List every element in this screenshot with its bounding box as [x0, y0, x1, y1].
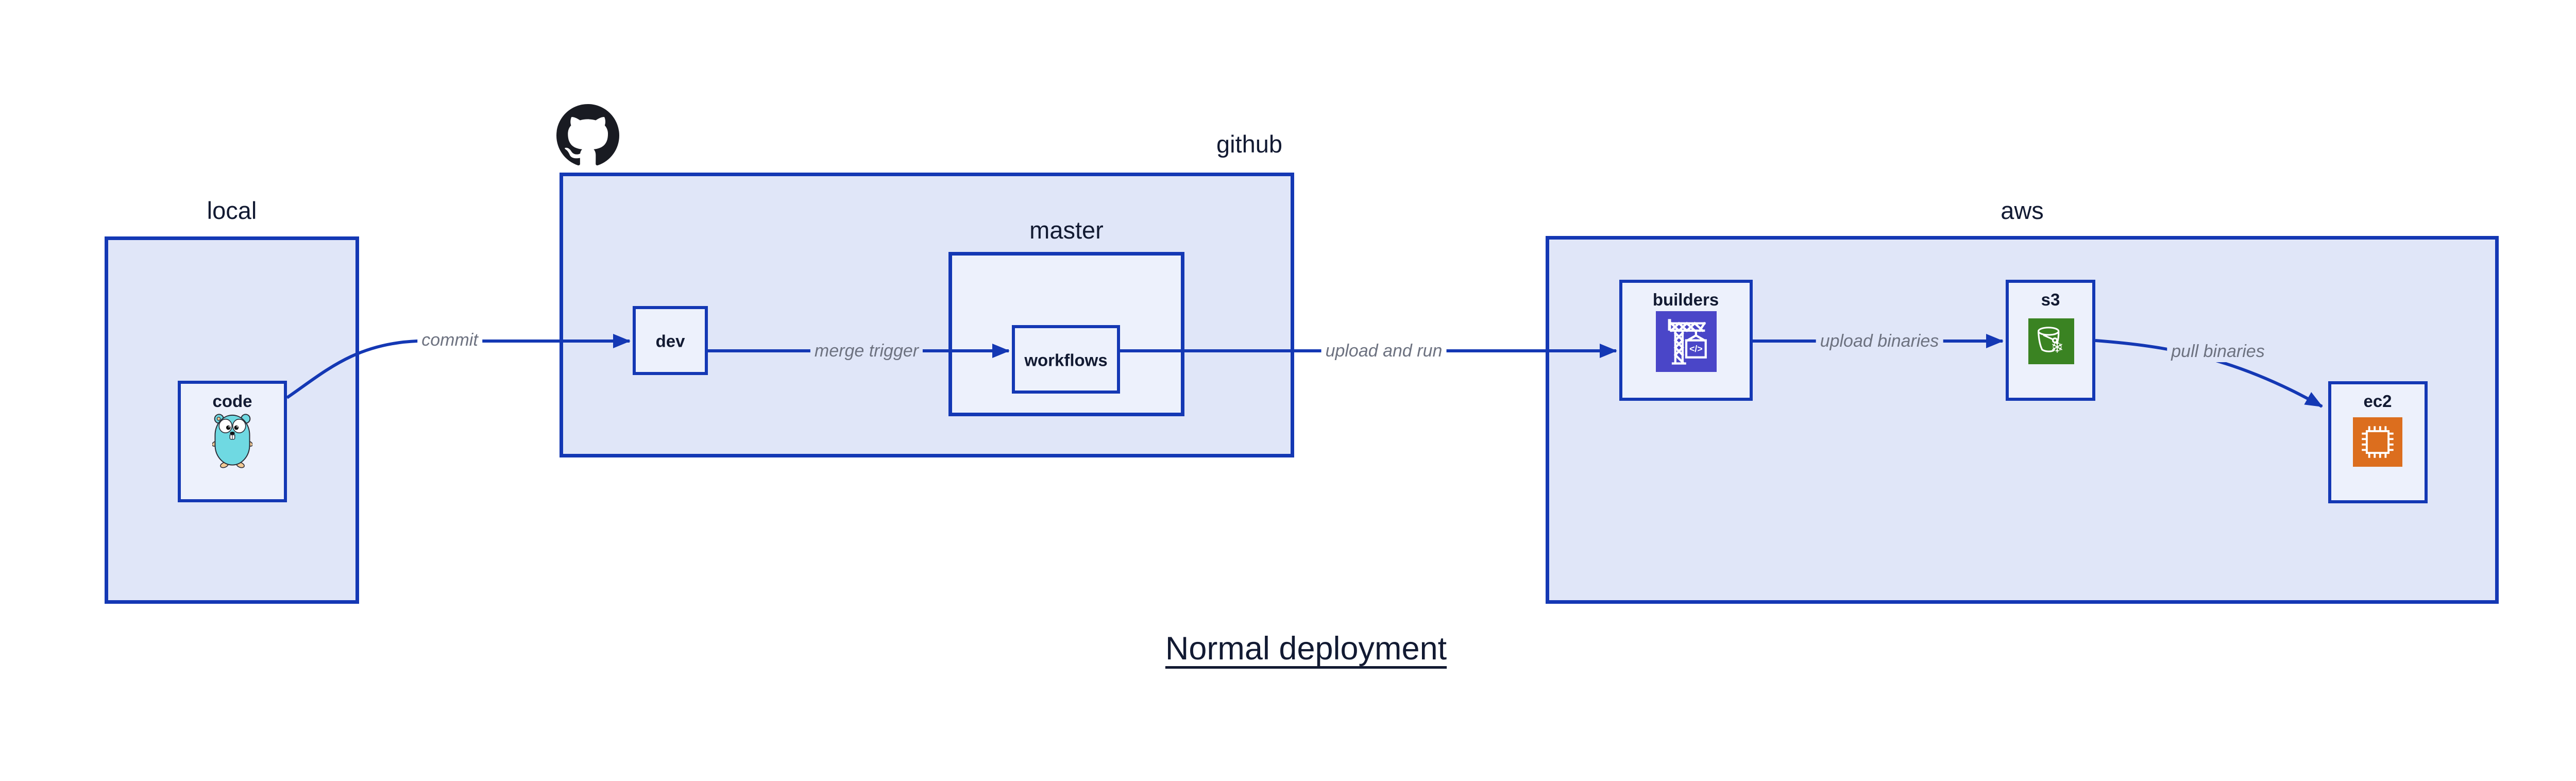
s3-node-box: [2006, 280, 2095, 401]
edge-label-pull-binaries: pull binaries: [2167, 341, 2269, 362]
builders-node-label: builders: [1652, 290, 1719, 309]
local-container-label: local: [207, 197, 257, 224]
s3-node-label: s3: [2041, 290, 2060, 309]
dev-node-box: [633, 306, 708, 375]
master-container-label: master: [1029, 216, 1104, 244]
ec2-node-label: ec2: [2363, 392, 2392, 411]
workflows-node-label: workflows: [1024, 350, 1108, 370]
aws-codebuild-crane-icon: </>: [1656, 311, 1717, 372]
dev-node-label: dev: [655, 331, 685, 351]
diagram-title: Normal deployment: [1165, 631, 1447, 667]
edge-label-upload-and-run: upload and run: [1321, 340, 1447, 362]
github-octocat-icon: [556, 104, 619, 167]
edge-label-upload-binaries: upload binaries: [1816, 330, 1943, 352]
edge-label-merge-trigger: merge trigger: [810, 340, 923, 362]
workflows-node-box: [1012, 325, 1120, 394]
code-node-label: code: [212, 392, 252, 411]
edge-label-commit: commit: [417, 329, 482, 351]
s3-glacier-bucket-icon: ❄: [2028, 318, 2074, 364]
codebuild-code-glyph: </>: [1689, 344, 1703, 354]
github-container-label: github: [1216, 130, 1283, 158]
go-gopher-icon: [211, 412, 253, 469]
aws-container-label: aws: [2001, 197, 2044, 224]
s3-snowflake-glyph: ❄: [2050, 339, 2063, 357]
ec2-chip-icon: [2353, 417, 2402, 467]
